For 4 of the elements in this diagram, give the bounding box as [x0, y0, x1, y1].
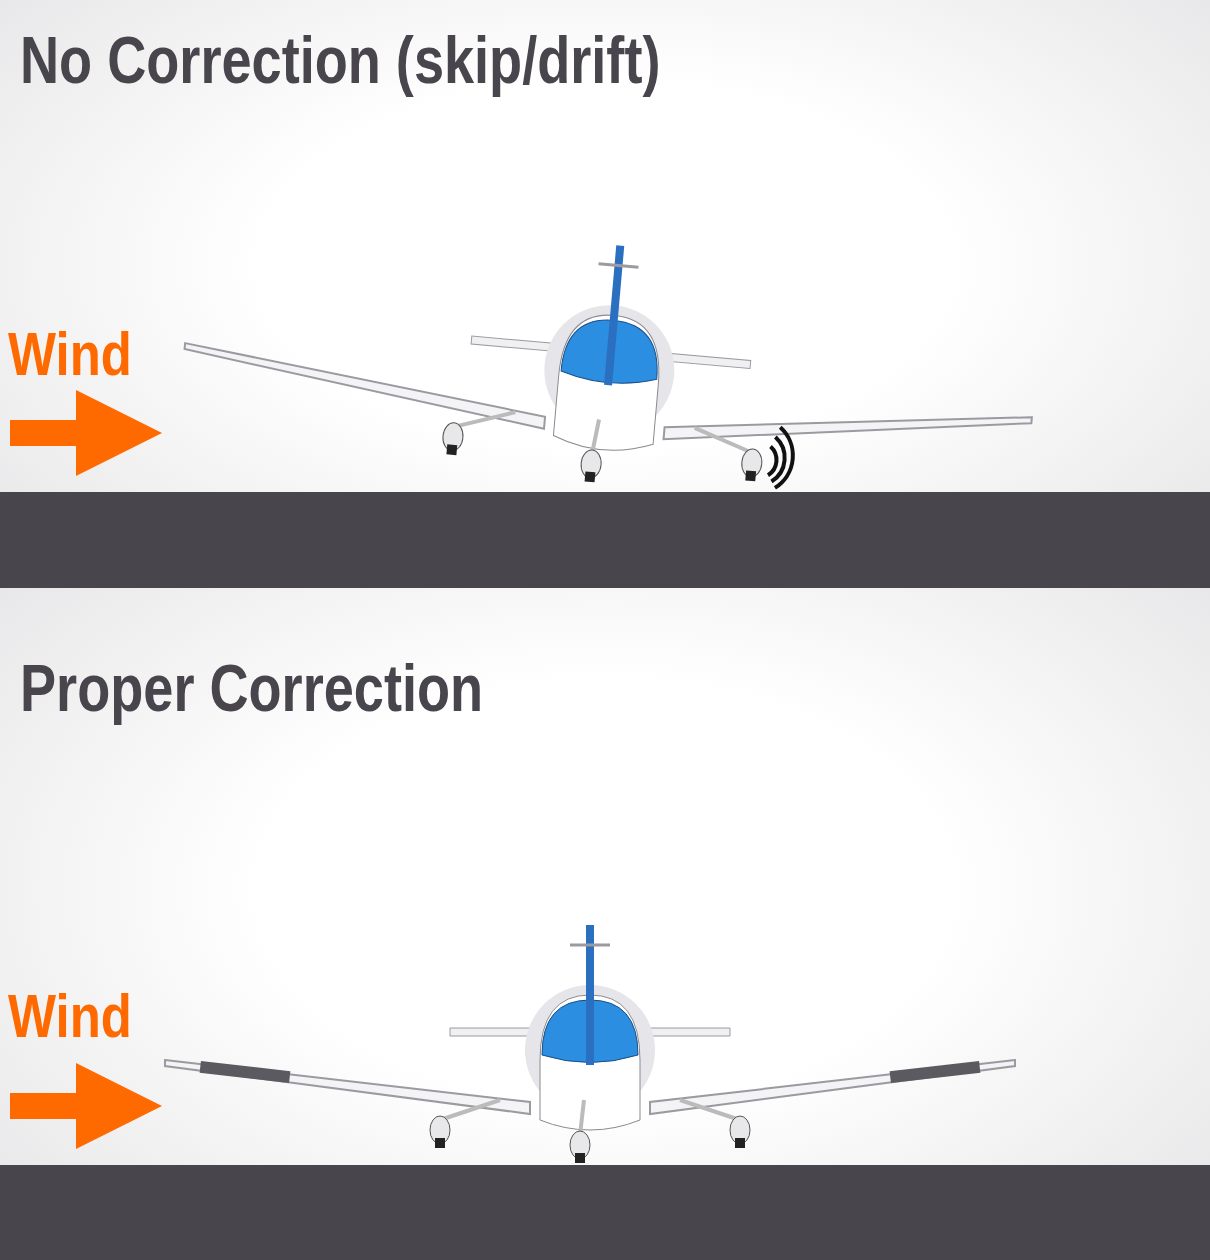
heading: Proper Correction — [20, 650, 484, 726]
wind-label: Wind — [8, 318, 132, 389]
wind-label: Wind — [8, 980, 132, 1051]
heading: No Correction (skip/drift) — [20, 22, 661, 98]
